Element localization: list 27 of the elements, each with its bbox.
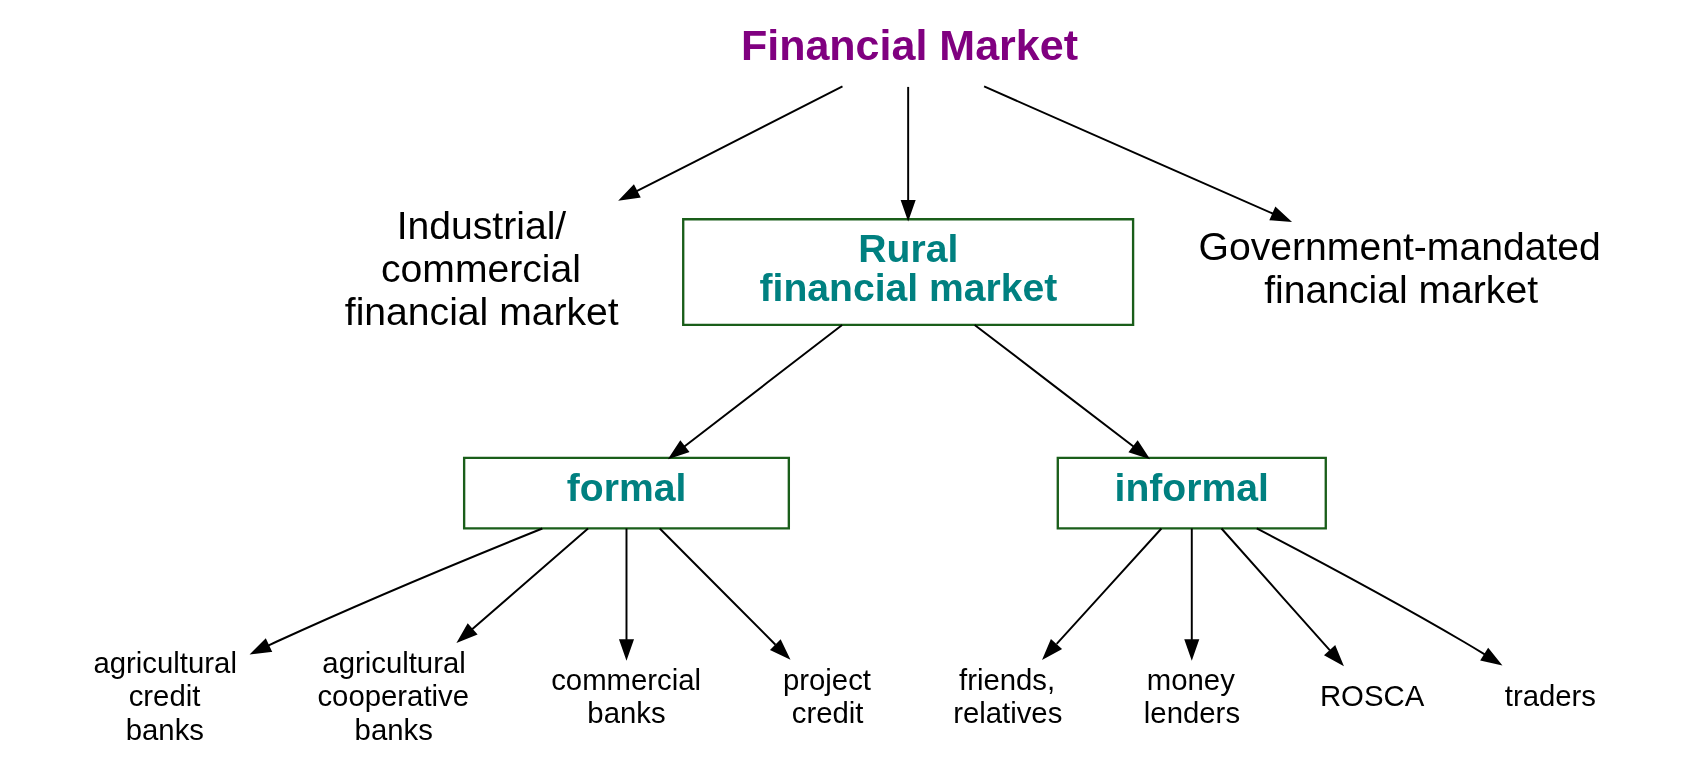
arrow	[249, 527, 544, 655]
node-text: Financial Market	[740, 21, 1078, 70]
node-text: friends, relatives	[953, 662, 1063, 729]
arrow	[618, 85, 844, 201]
node-text: project credit	[782, 662, 871, 729]
node-text: Government-mandated financial market	[1198, 225, 1601, 312]
node-box: informal	[1056, 456, 1327, 530]
node-text: commercial banks	[551, 662, 702, 729]
node-text: agricultural cooperative banks	[317, 646, 470, 746]
node-box: Rural financial market	[682, 218, 1135, 327]
arrow	[658, 527, 791, 660]
arrow	[1042, 527, 1163, 660]
arrow	[1184, 527, 1200, 661]
arrow	[1220, 527, 1344, 667]
node-box: formal	[462, 456, 790, 530]
arrow	[1255, 527, 1503, 666]
node-text: Industrial/ commercial financial market	[344, 203, 619, 333]
arrow	[667, 323, 844, 460]
node-text: traders	[1504, 679, 1597, 713]
node-text: ROSCA	[1319, 679, 1425, 713]
node-text: money lenders	[1143, 662, 1241, 729]
arrow	[983, 85, 1293, 223]
arrow	[900, 85, 916, 222]
node-text: agricultural credit banks	[93, 646, 237, 746]
arrow	[456, 527, 590, 643]
arrow	[973, 323, 1151, 460]
arrow	[618, 527, 635, 661]
